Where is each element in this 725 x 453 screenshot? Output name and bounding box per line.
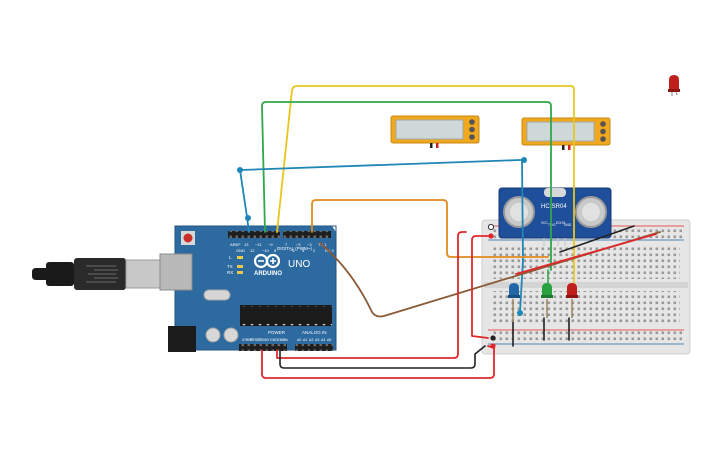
pin-11-label: ~11: [255, 242, 262, 247]
pin-a2-label: A2: [309, 338, 313, 342]
multimeter-1[interactable]: [390, 115, 480, 148]
meter-1-knob-c[interactable]: [469, 134, 475, 140]
wire-black-ground[interactable]: [279, 225, 635, 369]
led-green[interactable]: [541, 283, 553, 298]
pin-7-label: 7: [285, 242, 288, 247]
pin-12-label: 12: [250, 248, 255, 253]
rail-terminal-top-a[interactable]: [487, 223, 495, 231]
sensor-gnd-label: GND: [564, 223, 572, 227]
pin-6-label: ~6: [290, 248, 295, 253]
atmega-chip: [240, 305, 332, 326]
arduino-uno-board[interactable]: AREF GND 13 12 ~11 ~10 ~9 8 7 ~6 ~5 4 ~3…: [159, 225, 337, 352]
led-rx-indicator: [237, 271, 243, 274]
pin-ioref-label: IOREF: [242, 338, 253, 342]
ultrasonic-sensor-hc-sr04[interactable]: HC-SR04 VCC TRIG ECHO GND: [498, 187, 612, 246]
multimeter-2[interactable]: [521, 117, 611, 150]
digital-pwm-label: DIGITAL (PWM~): [277, 246, 312, 251]
meter-1-knob-b[interactable]: [469, 126, 475, 133]
pin-9-label: ~9: [268, 242, 273, 247]
pin-13-label: 13: [244, 242, 249, 247]
pin-8-label: 8: [274, 248, 277, 253]
spare-red-led[interactable]: [668, 75, 680, 96]
pin-gnd1-label: GND: [270, 338, 278, 342]
arduino-infinity-logo: [253, 253, 281, 269]
pin-3-label: ~3: [307, 242, 312, 247]
power-header-label: POWER: [268, 330, 286, 335]
rail-terminal-top-b[interactable]: [488, 233, 494, 239]
wire-blue-bottom[interactable]: [517, 310, 523, 316]
meter-2-knob-b[interactable]: [600, 128, 606, 135]
led-l-label: L: [229, 255, 232, 260]
led-red[interactable]: [566, 283, 578, 298]
capacitor-1: [205, 327, 221, 343]
wire-brown[interactable]: [319, 231, 661, 318]
pin-2-label: 2: [313, 248, 316, 253]
sensor-vcc-label: VCC: [541, 221, 548, 225]
arduino-brand-text: ARDUINO: [254, 271, 282, 277]
sensor-echo-label: ECHO: [556, 221, 566, 225]
pin-5-label: ~5: [296, 242, 301, 247]
arduino-model-text: UNO: [288, 259, 310, 270]
sensor-model-label: HC-SR04: [541, 204, 567, 210]
rail-terminal-bottom-b[interactable]: [490, 343, 496, 349]
meter-2-knob-a[interactable]: [600, 121, 606, 127]
wire-blue-pin[interactable]: [245, 215, 251, 221]
pin-vin-label: Vin: [283, 338, 288, 342]
wire-orange[interactable]: [311, 199, 549, 258]
pin-10-label: ~10: [262, 248, 270, 253]
sensor-trig-label: TRIG: [548, 223, 556, 227]
rail-terminal-bottom-a[interactable]: [490, 335, 496, 341]
pin-33v-label: 3.3V: [258, 338, 266, 342]
pin-gnd-label: GND: [236, 248, 245, 253]
meter-2-knob-c[interactable]: [600, 136, 606, 142]
pin-gnd2-label: GND: [277, 338, 285, 342]
led-l-indicator: [237, 256, 243, 259]
led-rx-label: RX: [227, 270, 233, 275]
wire-green[interactable]: [261, 101, 552, 271]
pin-a0-label: A0: [297, 338, 301, 342]
wire-yellow[interactable]: [276, 85, 575, 269]
pin-5v-label: 5V: [265, 338, 270, 342]
pin-a3-label: A3: [315, 338, 319, 342]
meter-1-knob-a[interactable]: [469, 119, 475, 125]
pin-rx-label: RX 0: [325, 248, 335, 253]
analog-header-label: ANALOG IN: [302, 330, 327, 335]
led-tx-label: TX: [227, 264, 233, 269]
usb-cable[interactable]: [32, 258, 161, 290]
wire-red-rail[interactable]: [471, 233, 657, 339]
led-blue[interactable]: [508, 283, 520, 298]
pin-a5-label: A5: [327, 338, 331, 342]
pin-a4-label: A4: [321, 338, 325, 342]
pin-aref-label: AREF: [230, 242, 241, 247]
crystal-oscillator: [203, 289, 231, 301]
pin-4-label: 4: [302, 248, 305, 253]
wire-blue-end[interactable]: [521, 157, 527, 163]
reset-button[interactable]: [183, 233, 193, 243]
wire-blue-joint[interactable]: [237, 167, 243, 173]
wire-red-power[interactable]: [261, 231, 495, 379]
pin-a1-label: A1: [303, 338, 307, 342]
pin-reset-label: RESET: [250, 338, 263, 342]
led-tx-indicator: [237, 265, 243, 268]
capacitor-2: [223, 327, 239, 343]
